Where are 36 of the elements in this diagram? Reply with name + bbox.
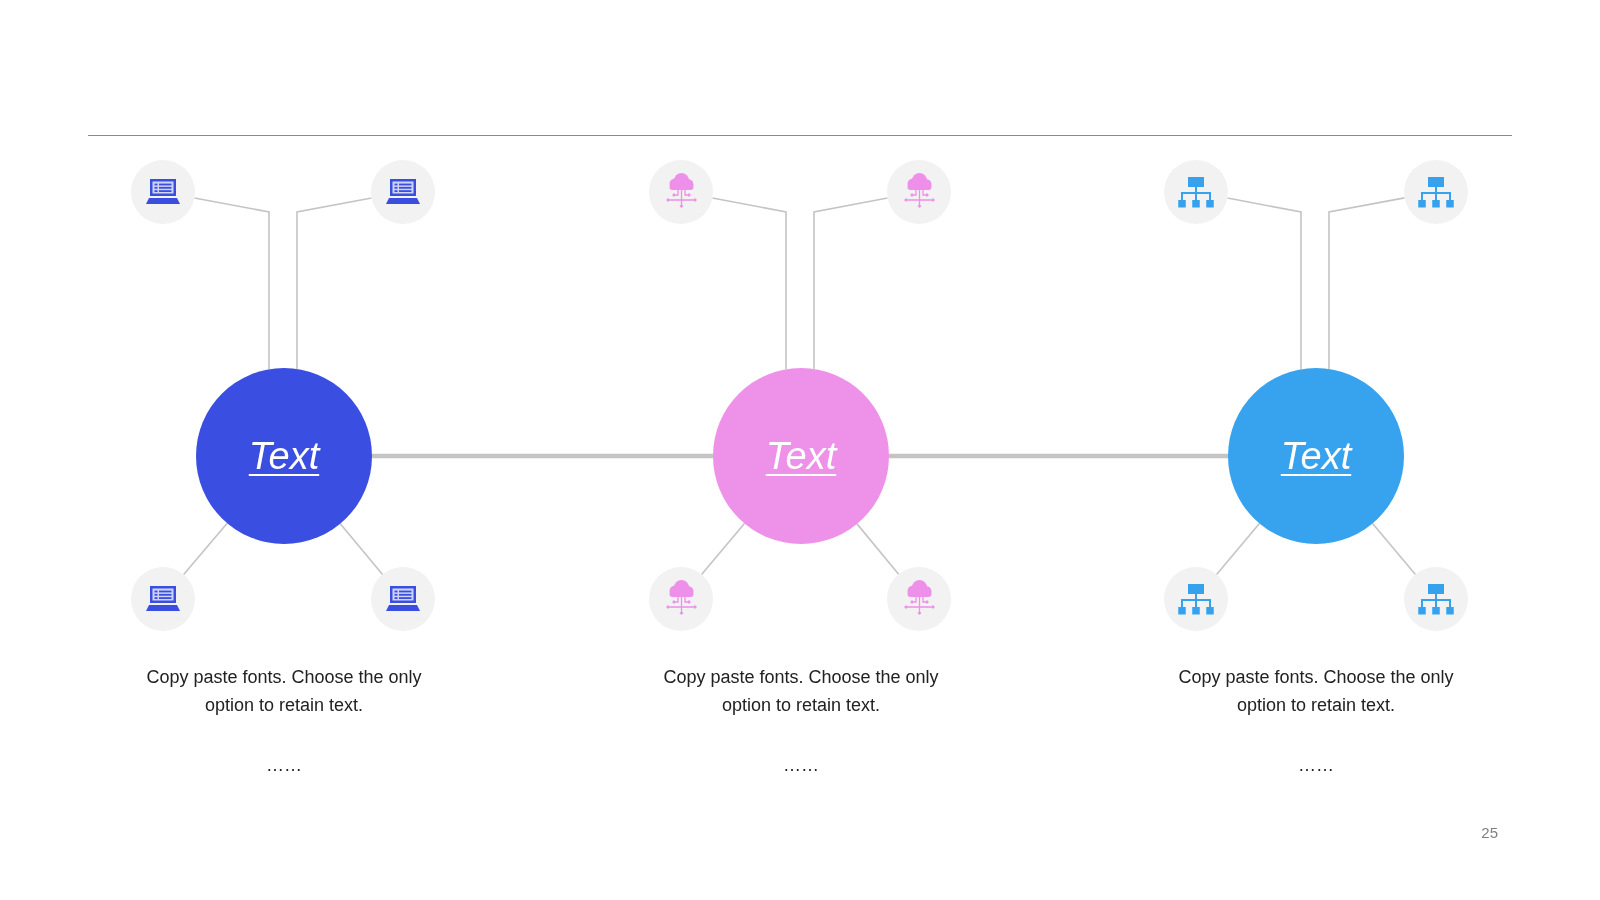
connector-line (889, 453, 1228, 459)
hub-title: Text (1280, 434, 1352, 478)
laptop-icon (371, 567, 435, 631)
description-text: Copy paste fonts. Choose the only option to retain text. (1177, 666, 1455, 717)
connector-line (1226, 197, 1302, 371)
cloud-network-icon (887, 567, 951, 631)
org-chart-icon (1404, 567, 1468, 631)
cloud-network-icon (887, 160, 951, 224)
page-number: 25 (1481, 824, 1498, 842)
cloud-network-icon (649, 160, 713, 224)
connector-line (339, 522, 384, 576)
connector-line (1328, 197, 1406, 370)
connector-line (1371, 522, 1417, 576)
ellipsis-text: …… (783, 755, 819, 775)
connector-line (711, 197, 787, 371)
cloud-network-icon (649, 567, 713, 631)
connector-line (700, 522, 746, 576)
connector-line (1215, 522, 1261, 576)
laptop-icon (371, 160, 435, 224)
laptop-icon (131, 567, 195, 631)
connector-line (182, 522, 228, 576)
connector-line (856, 523, 900, 576)
hub-title: Text (765, 434, 837, 478)
hub-title: Text (248, 434, 320, 478)
laptop-icon (131, 160, 195, 224)
connector-line (372, 453, 713, 459)
connector-line (296, 197, 373, 370)
connector-line (193, 197, 270, 371)
description-text: Copy paste fonts. Choose the only option to retain text. (662, 666, 940, 717)
ellipsis-text: …… (1298, 755, 1334, 775)
description-text: Copy paste fonts. Choose the only option to retain text. (145, 666, 423, 717)
org-chart-icon (1164, 160, 1228, 224)
org-chart-icon (1404, 160, 1468, 224)
ellipsis-text: …… (266, 755, 302, 775)
connector-line (813, 197, 889, 370)
org-chart-icon (1164, 567, 1228, 631)
